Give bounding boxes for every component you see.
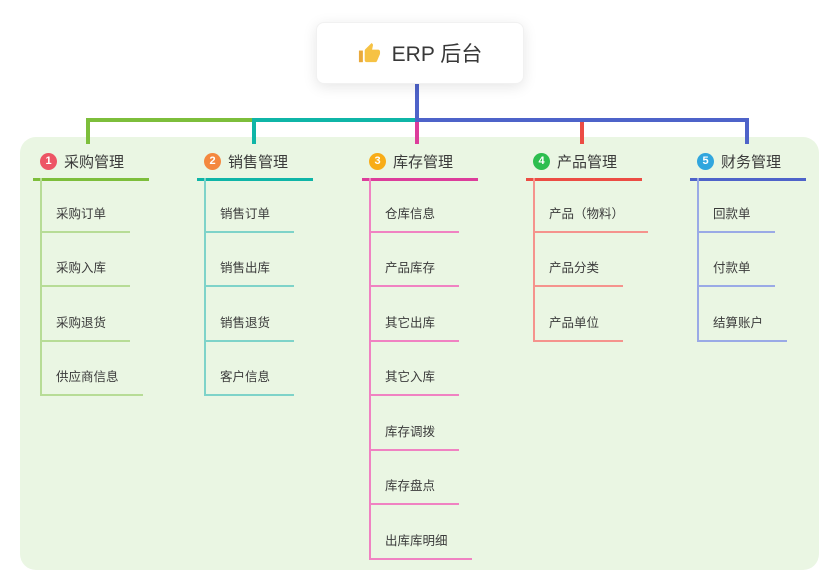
- branch-children: 采购订单 采购入库 采购退货 供应商信息: [40, 178, 149, 396]
- root-connector: [415, 82, 419, 122]
- branch: 5 财务管理 回款单 付款单 结算账户: [690, 149, 806, 342]
- thumbs-up-icon: [358, 42, 381, 65]
- child-node[interactable]: 销售出库: [206, 257, 295, 287]
- branch-header[interactable]: 2 销售管理: [197, 149, 313, 181]
- root-label: ERP 后台: [391, 43, 483, 66]
- child-node[interactable]: 产品库存: [371, 257, 460, 287]
- branch-children: 产品（物料） 产品分类 产品单位: [533, 178, 649, 342]
- branch-label: 库存管理: [393, 154, 454, 171]
- child-row: 销售订单: [204, 178, 313, 233]
- branch: 2 销售管理 销售订单 销售出库 销售退货 客户信息: [197, 149, 313, 396]
- child-node[interactable]: 供应商信息: [42, 366, 143, 396]
- root-node[interactable]: ERP 后台: [316, 22, 524, 84]
- child-node[interactable]: 客户信息: [206, 366, 295, 396]
- child-row: 产品单位: [533, 287, 642, 342]
- branch-children: 仓库信息 产品库存 其它出库 其它入库 库存调拨 库存盘点 出库库明细: [369, 178, 478, 560]
- child-row: 采购退货: [40, 287, 149, 342]
- child-row: 产品分类: [533, 232, 642, 287]
- child-node[interactable]: 库存盘点: [371, 475, 460, 505]
- child-row: 付款单: [697, 232, 806, 287]
- child-row: 销售退货: [204, 287, 313, 342]
- child-node[interactable]: 产品（物料）: [535, 203, 649, 233]
- branch-number-badge: 2: [204, 153, 221, 170]
- child-node[interactable]: 销售退货: [206, 312, 295, 342]
- child-row: 销售出库: [204, 232, 313, 287]
- branch-header[interactable]: 4 产品管理: [526, 149, 642, 181]
- branch: 3 库存管理 仓库信息 产品库存 其它出库 其它入库 库存调拨 库存盘点 出库库…: [362, 149, 478, 560]
- branch-label: 产品管理: [557, 154, 618, 171]
- drop-line: [745, 118, 749, 144]
- child-row: 客户信息: [204, 341, 313, 396]
- child-node[interactable]: 采购订单: [42, 203, 131, 233]
- child-row: 库存调拨: [369, 396, 478, 451]
- branch: 4 产品管理 产品（物料） 产品分类 产品单位: [526, 149, 649, 342]
- branch-children: 回款单 付款单 结算账户: [697, 178, 806, 342]
- branch-header[interactable]: 3 库存管理: [362, 149, 478, 181]
- child-node[interactable]: 付款单: [699, 257, 775, 287]
- drop-line: [86, 118, 90, 144]
- child-node[interactable]: 回款单: [699, 203, 775, 233]
- child-row: 产品（物料）: [533, 178, 649, 233]
- drop-line: [580, 118, 584, 144]
- child-row: 其它出库: [369, 287, 478, 342]
- branches-panel: [20, 137, 819, 570]
- child-node[interactable]: 其它入库: [371, 366, 460, 396]
- drop-line: [252, 118, 256, 144]
- child-node[interactable]: 出库库明细: [371, 530, 472, 560]
- child-node[interactable]: 产品单位: [535, 312, 624, 342]
- branch-children: 销售订单 销售出库 销售退货 客户信息: [204, 178, 313, 396]
- child-node[interactable]: 其它出库: [371, 312, 460, 342]
- child-row: 采购订单: [40, 178, 149, 233]
- child-node[interactable]: 库存调拨: [371, 421, 460, 451]
- branch-header[interactable]: 5 财务管理: [690, 149, 806, 181]
- drop-line: [415, 118, 419, 144]
- branch-number-badge: 3: [369, 153, 386, 170]
- branch-label: 销售管理: [228, 154, 289, 171]
- branch-header[interactable]: 1 采购管理: [33, 149, 149, 181]
- child-node[interactable]: 销售订单: [206, 203, 295, 233]
- bus-segment: [415, 118, 749, 122]
- child-row: 其它入库: [369, 341, 478, 396]
- child-row: 采购入库: [40, 232, 149, 287]
- child-row: 结算账户: [697, 287, 806, 342]
- branch-number-badge: 4: [533, 153, 550, 170]
- child-row: 供应商信息: [40, 341, 149, 396]
- bus-segment: [252, 118, 419, 122]
- child-row: 产品库存: [369, 232, 478, 287]
- branch: 1 采购管理 采购订单 采购入库 采购退货 供应商信息: [33, 149, 149, 396]
- child-node[interactable]: 采购退货: [42, 312, 131, 342]
- branch-label: 财务管理: [721, 154, 782, 171]
- child-row: 回款单: [697, 178, 806, 233]
- branch-number-badge: 1: [40, 153, 57, 170]
- child-node[interactable]: 采购入库: [42, 257, 131, 287]
- bus-segment: [86, 118, 256, 122]
- child-row: 仓库信息: [369, 178, 478, 233]
- branch-label: 采购管理: [64, 154, 125, 171]
- branch-number-badge: 5: [697, 153, 714, 170]
- child-node[interactable]: 产品分类: [535, 257, 624, 287]
- child-node[interactable]: 结算账户: [699, 312, 788, 342]
- child-row: 库存盘点: [369, 450, 478, 505]
- child-row: 出库库明细: [369, 505, 478, 560]
- child-node[interactable]: 仓库信息: [371, 203, 460, 233]
